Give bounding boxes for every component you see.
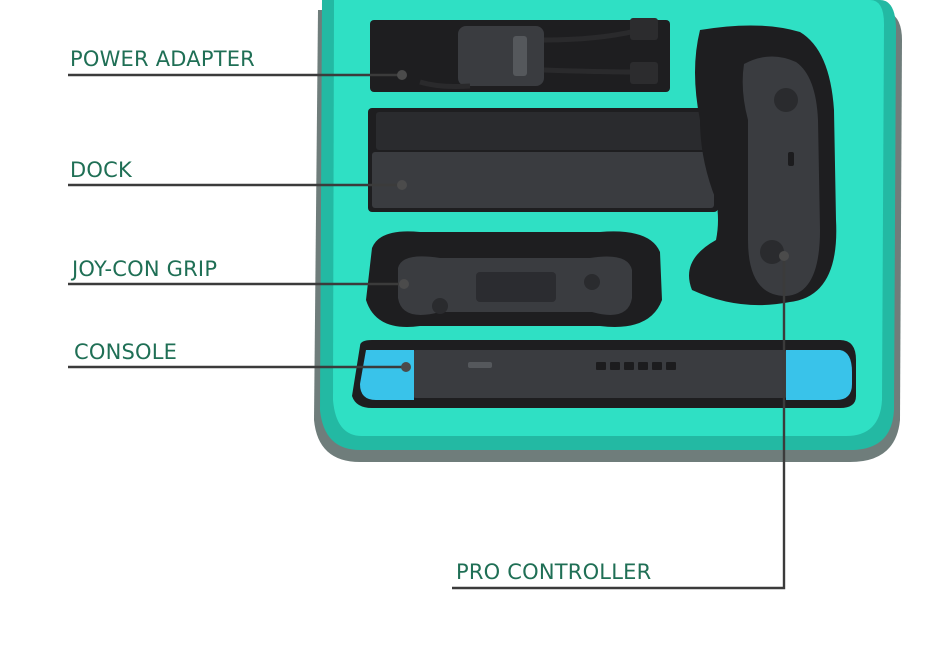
joycon-grip-center <box>476 272 556 302</box>
dock-body <box>372 152 714 208</box>
console-joycon-left <box>360 350 414 400</box>
label-power-adapter: POWER ADAPTER <box>70 47 255 71</box>
label-console: CONSOLE <box>74 340 178 364</box>
power-adapter-brick <box>458 26 544 86</box>
console-slot <box>352 340 856 408</box>
pro-controller-body <box>742 56 820 296</box>
pro-controller-usb-port <box>788 152 794 166</box>
label-joycon-grip: JOY-CON GRIP <box>72 257 218 281</box>
joycon-grip-stick-left <box>432 298 448 314</box>
power-adapter-slot <box>370 18 670 92</box>
nintendo-logo-badge <box>513 36 527 76</box>
joycon-grip-stick-right <box>584 274 600 290</box>
console-body <box>412 350 788 398</box>
dock-back <box>376 112 712 150</box>
power-plug-top <box>630 18 658 40</box>
pro-controller-stick-bottom <box>760 240 784 264</box>
leader-dot-power-adapter <box>397 70 407 80</box>
leader-dot-console <box>401 362 411 372</box>
leader-dot-dock <box>397 180 407 190</box>
pro-controller-stick-top <box>774 88 798 112</box>
console-power-button <box>468 362 492 368</box>
dock-slot <box>368 108 718 212</box>
leader-lines <box>68 73 786 590</box>
pro-controller-slot <box>689 25 837 306</box>
leader-dot-joycon-grip <box>399 279 409 289</box>
label-dock: DOCK <box>70 158 132 182</box>
power-plug-bottom <box>630 62 658 84</box>
console-vents <box>596 362 676 370</box>
leader-dot-pro-controller <box>779 251 789 261</box>
label-pro-controller: PRO CONTROLLER <box>456 560 652 584</box>
joycon-grip-slot <box>366 231 662 327</box>
console-joycon-right <box>786 350 852 400</box>
leader-dots <box>397 70 789 372</box>
leader-line-pro-controller <box>452 256 786 590</box>
